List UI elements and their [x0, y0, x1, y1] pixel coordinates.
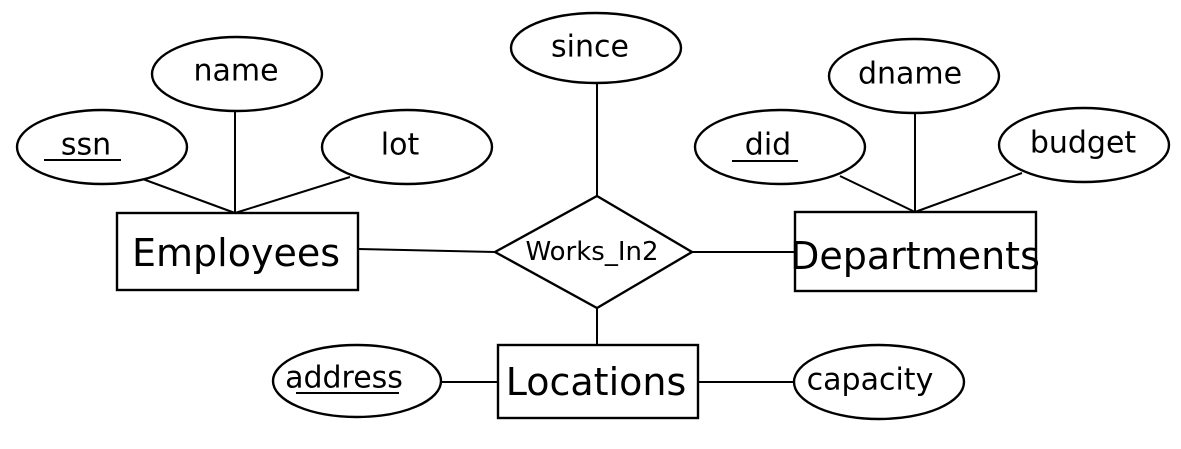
attribute-name: name: [150, 35, 324, 113]
edge-budget-departments: [914, 172, 1023, 213]
connectors: [139, 82, 1023, 383]
attribute-ssn: ssn: [15, 108, 189, 186]
entity-employees-label: Employees: [132, 231, 340, 275]
entity-departments-label: Departments: [790, 234, 1040, 278]
edge-did-departments: [839, 175, 916, 213]
attribute-since: since: [509, 11, 683, 85]
attribute-address: address: [271, 343, 443, 419]
attribute-dname: dname: [827, 37, 1001, 115]
entity-employees: Employees: [115, 211, 360, 292]
edge-ssn-employees: [139, 177, 236, 214]
relationship-works-in2-label: Works_In2: [525, 237, 658, 267]
attribute-did: did: [693, 108, 867, 186]
edge-employees-relationship: [357, 248, 496, 253]
attribute-dname-label: dname: [858, 57, 962, 92]
edge-lot-employees: [234, 176, 351, 214]
attribute-capacity: capacity: [792, 343, 966, 421]
attribute-budget: budget: [997, 106, 1171, 184]
attribute-address-label: address: [285, 361, 403, 396]
attribute-since-label: since: [551, 30, 629, 65]
relationship-works-in2: Works_In2: [492, 194, 695, 310]
attribute-lot: lot: [320, 108, 494, 186]
entity-departments: Departments: [790, 210, 1040, 293]
entity-locations: Locations: [496, 343, 700, 420]
attribute-budget-label: budget: [1030, 126, 1137, 161]
attribute-did-label: did: [745, 128, 791, 163]
entity-locations-label: Locations: [506, 360, 687, 404]
attribute-name-label: name: [193, 54, 278, 89]
attribute-lot-label: lot: [381, 128, 420, 163]
attribute-ssn-label: ssn: [61, 128, 111, 163]
attribute-capacity-label: capacity: [807, 363, 934, 398]
